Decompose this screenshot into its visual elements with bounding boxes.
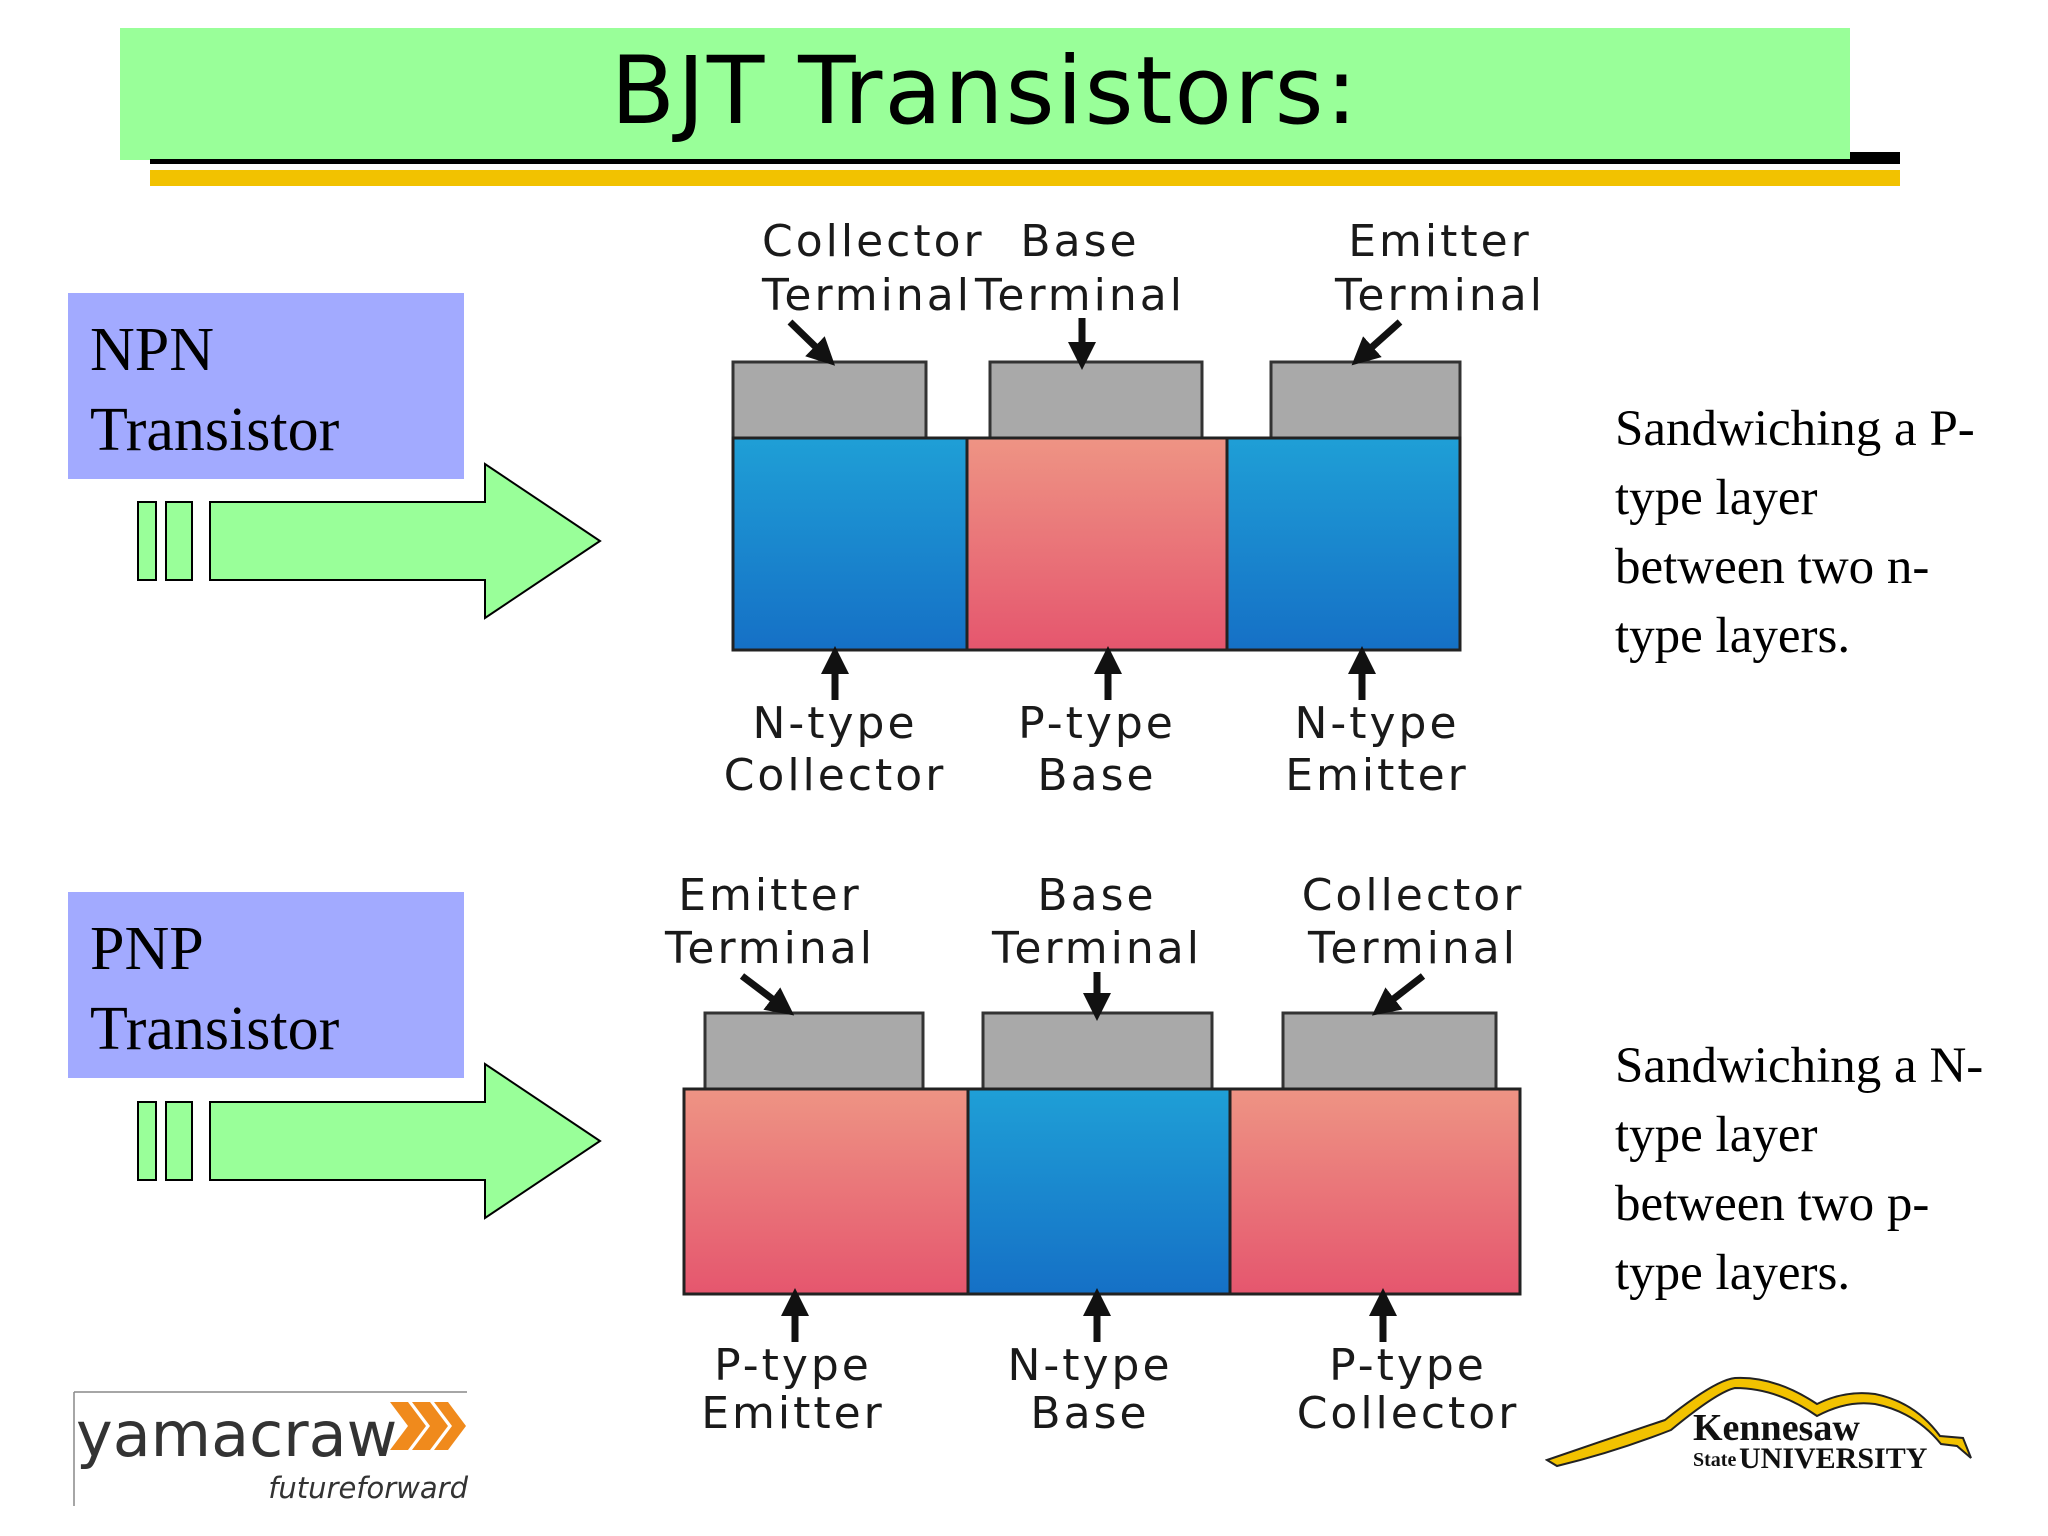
npn-emitter-terminal-arrow-icon: [1351, 319, 1403, 366]
pnp-collector-terminal-arrow-icon: [1371, 973, 1426, 1016]
npn-emitter-contact: [1269, 360, 1462, 440]
npn-emitter-region: [1225, 436, 1462, 652]
npn-terminal-2-line1: Base: [1020, 216, 1139, 267]
pnp-description-line: Sandwiching a N-: [1615, 1038, 1984, 1094]
yamacraw-tagline: futureforward: [268, 1471, 468, 1505]
npn-diagram: Collector Terminal Base Terminal Emitter…: [724, 216, 1545, 801]
npn-terminal-1-line2: Terminal: [761, 270, 972, 321]
title-banner: BJT Transistors:: [120, 28, 1850, 160]
npn-description-line: type layer: [1615, 470, 1818, 526]
npn-terminal-1-line1: Collector: [762, 216, 985, 267]
npn-terminal-3-line1: Emitter: [1348, 216, 1532, 267]
npn-description-line: Sandwiching a P-: [1615, 401, 1975, 457]
npn-base-contact: [988, 360, 1204, 440]
npn-collector-terminal-arrow-icon: [787, 319, 836, 366]
pnp-region-3-line1: P-type: [1329, 1340, 1487, 1391]
npn-region-2-line2: Base: [1037, 750, 1156, 801]
title-gold-rule: [150, 170, 1900, 186]
npn-region-1-line2: Collector: [724, 750, 947, 801]
pnp-region-2-line2: Base: [1030, 1388, 1149, 1439]
pnp-description-line: type layers.: [1615, 1245, 1851, 1301]
ksu-line2: UNIVERSITY: [1739, 1442, 1928, 1475]
title-underline-tab: [1850, 152, 1900, 164]
pnp-terminal-2-line1: Base: [1037, 870, 1156, 921]
title-underline: [150, 159, 1900, 164]
npn-description: Sandwiching a P- type layer between two …: [1615, 395, 2045, 671]
ksu-state: State: [1693, 1449, 1736, 1471]
pnp-emitter-contact: [703, 1011, 925, 1091]
npn-description-line: type layers.: [1615, 608, 1851, 664]
pnp-terminal-3-line2: Terminal: [1307, 923, 1518, 974]
pnp-label-line2: Transistor: [90, 995, 340, 1063]
npn-base-region: [965, 436, 1229, 652]
npn-collector-region: [731, 436, 969, 652]
pnp-emitter-region: [682, 1087, 970, 1296]
pnp-terminal-1-line2: Terminal: [664, 923, 875, 974]
pnp-diagram: Emitter Terminal Base Terminal Collector…: [664, 870, 1525, 1439]
pnp-region-2-line1: N-type: [1007, 1340, 1172, 1391]
pnp-terminal-2-line2: Terminal: [991, 923, 1202, 974]
pnp-base-contact: [981, 1011, 1214, 1091]
npn-label-line1: NPN: [90, 316, 215, 384]
pnp-region-1-line1: P-type: [714, 1340, 872, 1391]
yamacraw-chevrons-icon: [390, 1402, 466, 1450]
pnp-region-3-line2: Collector: [1297, 1388, 1520, 1439]
mountain-icon: [1545, 1376, 1972, 1468]
pnp-region-1-line2: Emitter: [701, 1388, 885, 1439]
npn-region-2-line1: P-type: [1018, 698, 1176, 749]
yamacraw-logo: yamacraw futureforward: [73, 1391, 469, 1506]
pnp-description: Sandwiching a N- type layer between two …: [1615, 1032, 2045, 1308]
npn-terminal-3-line2: Terminal: [1334, 270, 1545, 321]
pnp-label-box: PNP Transistor: [68, 892, 464, 1078]
slide-title: BJT Transistors:: [610, 37, 1360, 146]
pnp-block-arrow-icon: [137, 1062, 602, 1220]
pnp-description-line: between two p-: [1615, 1176, 1930, 1232]
pnp-terminal-1-line1: Emitter: [678, 870, 862, 921]
pnp-label-line1: PNP: [90, 915, 204, 983]
pnp-emitter-terminal-arrow-icon: [739, 973, 795, 1016]
npn-region-3-line1: N-type: [1294, 698, 1459, 749]
kennesaw-logo: Kennesaw State UNIVERSITY: [1545, 1376, 1972, 1475]
npn-block-arrow-icon: [137, 462, 602, 620]
yamacraw-wordmark: yamacraw: [76, 1398, 397, 1471]
pnp-collector-contact: [1281, 1011, 1498, 1091]
ksu-line1: Kennesaw: [1693, 1407, 1860, 1449]
npn-label-box: NPN Transistor: [68, 293, 464, 479]
pnp-terminal-3-line1: Collector: [1302, 870, 1525, 921]
npn-region-1-line1: N-type: [752, 698, 917, 749]
npn-description-line: between two n-: [1615, 539, 1930, 595]
npn-collector-contact: [731, 360, 928, 440]
npn-terminal-2-line2: Terminal: [974, 270, 1185, 321]
npn-region-3-line2: Emitter: [1285, 750, 1469, 801]
pnp-description-line: type layer: [1615, 1107, 1818, 1163]
pnp-base-region: [966, 1087, 1232, 1296]
npn-label-line2: Transistor: [90, 396, 340, 464]
pnp-collector-region: [1228, 1087, 1522, 1296]
